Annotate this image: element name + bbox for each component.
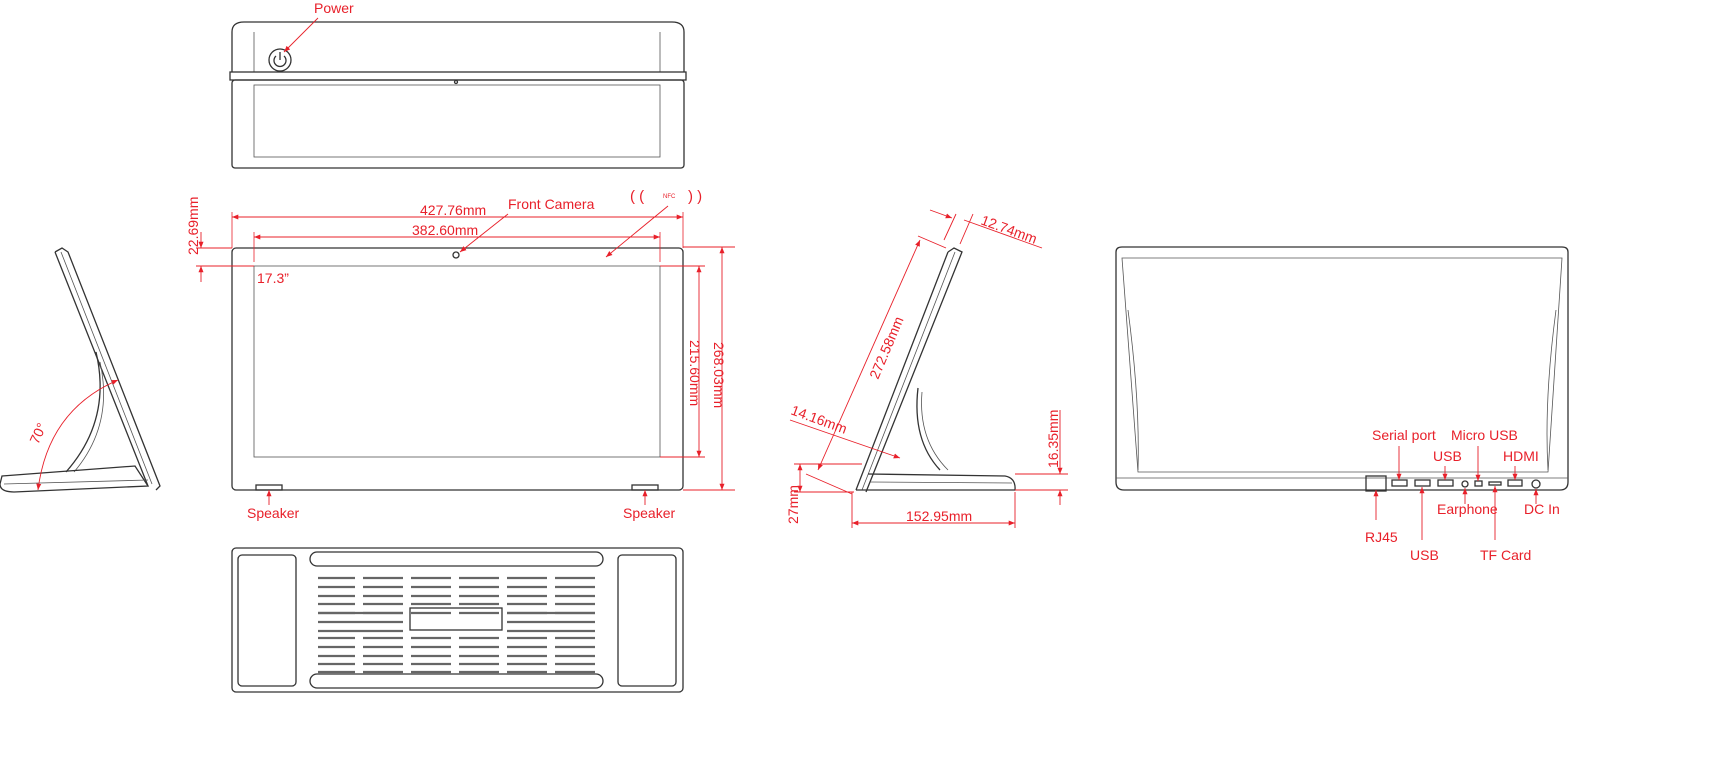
width-screen-label: 382.60mm [412, 222, 478, 238]
left-side-view: 70° [0, 247, 161, 493]
speaker-left-label: Speaker [247, 505, 299, 521]
thickness-label: 12.74mm [979, 212, 1039, 247]
port-label-dc-in: DC In [1524, 501, 1560, 517]
port-label-serial: Serial port [1372, 427, 1436, 443]
front-view: 427.76mm 382.60mm Front Camera ( ( NFC )… [185, 188, 735, 521]
height-screen-label: 215.60mm [687, 340, 703, 406]
port-label-usb-bottom: USB [1410, 547, 1439, 563]
diagonal-label: 17.3” [257, 270, 289, 286]
width-outer-label: 427.76mm [420, 202, 486, 218]
height-outer-label: 268.03mm [711, 342, 727, 408]
port-label-hdmi: HDMI [1503, 448, 1539, 464]
back-view [231, 547, 684, 693]
stand-thickness-label: 14.16mm [789, 402, 849, 437]
front-camera-label: Front Camera [508, 196, 595, 212]
port-label-micro-usb: Micro USB [1451, 427, 1518, 443]
nfc-label: NFC [663, 194, 676, 200]
power-button-icon [268, 48, 292, 72]
port-label-usb-top: USB [1433, 448, 1462, 464]
angle-label: 70° [26, 420, 49, 446]
port-label-rj45: RJ45 [1365, 529, 1398, 545]
lift-height-label: 27mm [785, 485, 801, 524]
top-view: Power [229, 0, 687, 169]
rear-view: Serial port Micro USB USB HDMI RJ45 USB … [1115, 246, 1569, 563]
micro-usb-port [1474, 480, 1483, 487]
nfc-icon: ( ( NFC ) ) [630, 188, 702, 205]
svg-text:( (: ( ( [630, 188, 644, 205]
side-view: 12.74mm 272.58mm 14.16mm 27mm 16.35mm 15… [785, 209, 1068, 528]
svg-text:) ): ) ) [688, 188, 702, 205]
power-label: Power [314, 0, 354, 16]
base-depth-label: 152.95mm [906, 508, 972, 524]
usb-port-1 [1414, 479, 1431, 487]
base-height-label: 16.35mm [1045, 410, 1061, 468]
port-label-earphone: Earphone [1437, 501, 1498, 517]
dc-in-port [1531, 479, 1541, 489]
bezel-top-label: 22.69mm [185, 197, 201, 255]
tf-card-slot [1488, 481, 1502, 486]
usb-port-2 [1437, 479, 1454, 487]
port-label-tf-card: TF Card [1480, 547, 1531, 563]
speaker-right-label: Speaker [623, 505, 675, 521]
serial-port [1391, 479, 1408, 487]
hdmi-port [1507, 479, 1523, 487]
earphone-port [1461, 480, 1469, 488]
